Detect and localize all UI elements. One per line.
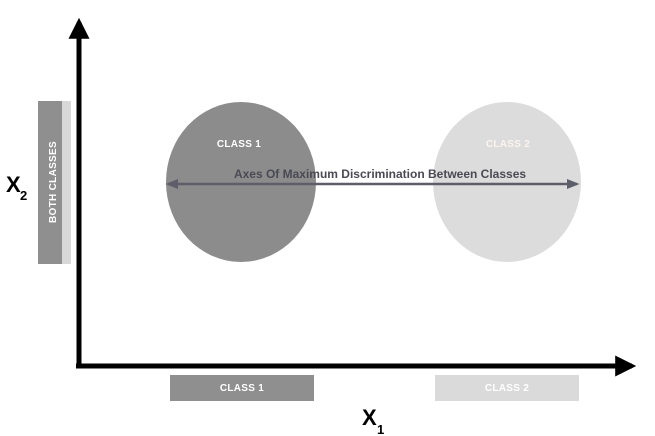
class1-label: CLASS 1 bbox=[217, 139, 261, 150]
x-axis-label: X bbox=[362, 405, 377, 430]
class1-projection-bar bbox=[170, 375, 314, 401]
both-classes-bar-dark bbox=[38, 101, 62, 264]
both-classes-bar: BOTH CLASSES bbox=[38, 101, 71, 264]
y-axis-subscript: 2 bbox=[20, 188, 27, 203]
discrimination-axis-label: Axes Of Maximum Discrimination Between C… bbox=[234, 167, 526, 181]
class2-projection-label: CLASS 2 bbox=[485, 383, 529, 394]
class2-label: CLASS 2 bbox=[486, 139, 530, 150]
both-classes-label: BOTH CLASSES bbox=[48, 141, 59, 223]
y-axis-label: X bbox=[6, 172, 21, 197]
class1-projection-label: CLASS 1 bbox=[220, 383, 264, 394]
class2-ellipse bbox=[433, 102, 581, 262]
class1-ellipse bbox=[166, 102, 316, 262]
both-classes-bar-light bbox=[62, 101, 71, 264]
class2-projection-bar bbox=[435, 375, 579, 401]
x-axis-subscript: 1 bbox=[377, 422, 384, 436]
